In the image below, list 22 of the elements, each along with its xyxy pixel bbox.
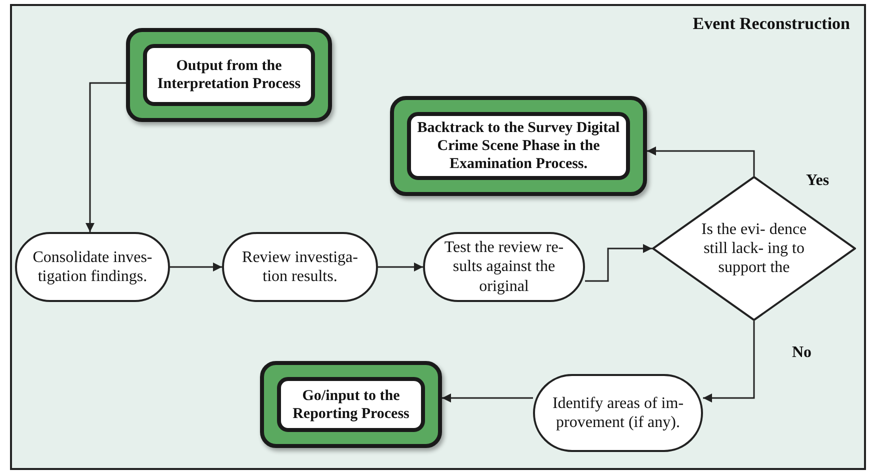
process-box xyxy=(126,28,332,122)
arrow xyxy=(170,262,222,272)
diagram-title: Event Reconstruction xyxy=(692,14,850,34)
decision-diamond xyxy=(652,176,856,321)
arrow xyxy=(647,146,755,176)
edge-label: No xyxy=(792,344,812,362)
process-step: Review investiga- tion results. xyxy=(222,232,378,302)
process-step: Consolidate inves- tigation findings. xyxy=(15,232,170,302)
box-label: Output from the Interpretation Process xyxy=(143,44,315,106)
process-box xyxy=(390,96,647,196)
decision-text: Is the evi- dence still lack- ing to support the xyxy=(700,220,808,278)
arrow xyxy=(378,262,423,272)
edge-label: Yes xyxy=(806,172,830,190)
box-label: Go/input to the Reporting Process xyxy=(277,377,425,432)
process-box xyxy=(260,361,442,448)
arrow xyxy=(585,244,652,282)
box-label: Backtrack to the Survey Digital Crime Scene Phase in the Examination Process. xyxy=(407,112,630,180)
arrow xyxy=(703,321,755,402)
process-step: Test the review re- sults against the original xyxy=(423,232,585,302)
arrow xyxy=(86,82,126,232)
process-step: Identify areas of im- provement (if any). xyxy=(533,374,703,452)
arrow xyxy=(442,394,533,402)
